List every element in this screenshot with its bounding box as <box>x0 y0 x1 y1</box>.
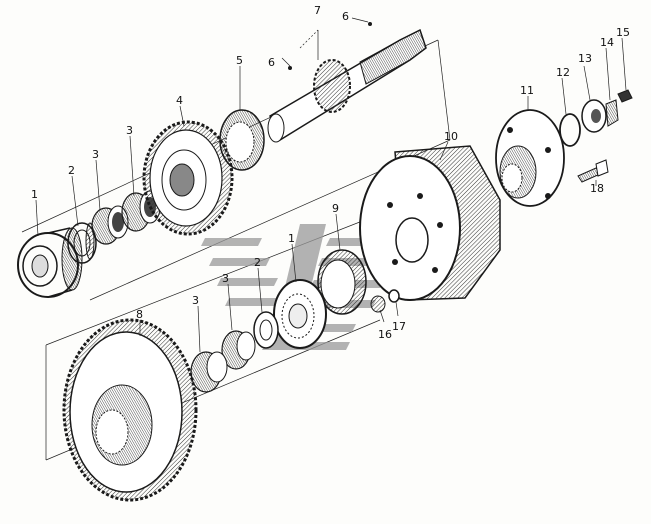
bolt-18 <box>577 159 609 183</box>
callout-1-bottom: 1 <box>288 232 295 245</box>
callout-14: 14 <box>600 36 614 49</box>
lock-plate-14 <box>605 99 619 127</box>
gear-4 <box>142 120 234 236</box>
callout-12: 12 <box>556 66 570 79</box>
washer-17 <box>388 289 400 303</box>
bearing-1-top <box>17 227 83 298</box>
flange-hub-11 <box>495 109 565 207</box>
washer-2-bottom <box>253 311 279 349</box>
callout-6-a: 6 <box>268 56 275 69</box>
callout-11: 11 <box>520 84 534 97</box>
callout-3-bottom-b: 3 <box>222 272 229 285</box>
callout-2-bottom: 2 <box>254 256 261 269</box>
callout-labels: 1 2 3 3 4 5 6 6 7 8 3 3 2 1 9 10 11 12 1… <box>31 4 630 341</box>
spline-ring-5 <box>219 109 265 171</box>
callout-4: 4 <box>176 94 183 107</box>
needle-bearing-3c <box>221 330 256 370</box>
cap-plate-13 <box>581 99 607 133</box>
leader-lines <box>35 17 627 353</box>
bolt-15 <box>617 89 633 103</box>
shaft-7 <box>267 22 427 143</box>
callout-18: 18 <box>590 182 604 195</box>
callout-15: 15 <box>616 26 630 39</box>
nut-16 <box>370 295 386 313</box>
o-ring-12 <box>559 113 581 147</box>
washer-2-top <box>67 222 97 264</box>
housing-drum-10 <box>359 145 501 301</box>
callout-2-top: 2 <box>68 164 75 177</box>
callout-1-top: 1 <box>31 188 38 201</box>
callout-17: 17 <box>392 320 406 333</box>
callout-13: 13 <box>578 52 592 65</box>
needle-bearing-3d <box>190 351 228 393</box>
bearing-1-bottom <box>273 279 327 349</box>
callout-16: 16 <box>378 328 392 341</box>
callout-8: 8 <box>136 308 143 321</box>
callout-3-top-a: 3 <box>92 148 99 161</box>
callout-3-bottom-a: 3 <box>192 294 199 307</box>
callout-6-b: 6 <box>342 10 349 23</box>
needle-bearing-3a <box>91 205 129 245</box>
gear-8 <box>62 318 198 502</box>
callout-5: 5 <box>236 54 243 67</box>
callout-7: 7 <box>314 4 321 17</box>
callout-10: 10 <box>444 130 458 143</box>
bearing-9 <box>317 249 367 315</box>
callout-9: 9 <box>332 202 339 215</box>
callout-3-top-b: 3 <box>126 124 133 137</box>
